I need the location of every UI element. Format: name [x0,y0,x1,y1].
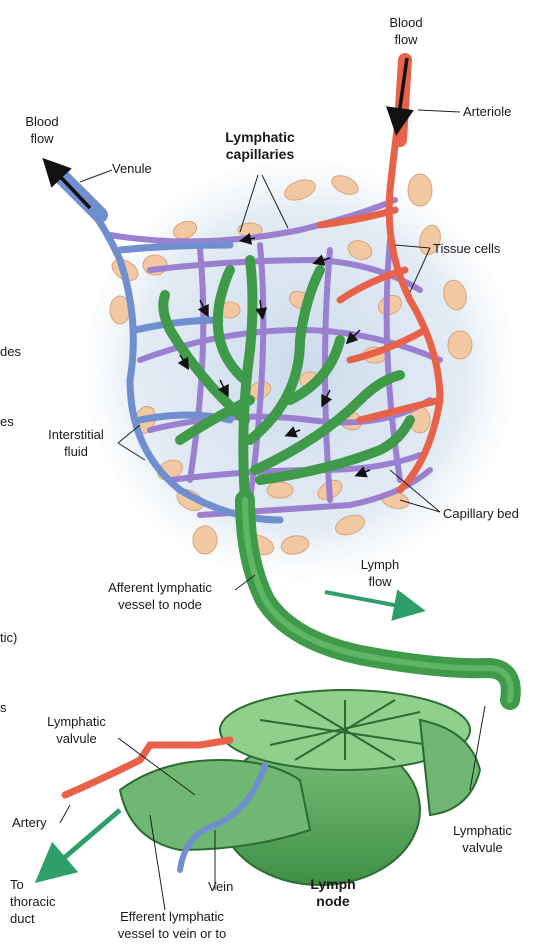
label-arteriole: Arteriole [463,103,511,120]
label-blood-flow-left: Blood flow [12,113,72,147]
thoracic-duct-arrow [50,810,120,870]
label-artery: Artery [12,814,47,831]
label-lymphatic-valvule-left: Lymphatic valvule [34,713,119,747]
label-lymphatic-valvule-right: Lymphatic valvule [440,822,525,856]
lymph-flow-arrow [325,592,410,608]
cropped-text-b: es [0,414,14,429]
label-lymphatic-capillaries: Lymphatic capillaries [205,129,315,163]
label-capillary-bed: Capillary bed [443,505,519,522]
cropped-text-d: s [0,700,7,715]
cropped-text-c: tic) [0,630,17,645]
label-blood-flow-top: Blood flow [376,14,436,48]
label-lymph-node: Lymph node [298,876,368,910]
cropped-text-a: des [0,344,21,359]
label-tissue-cells: Tissue cells [433,240,500,257]
label-lymph-flow: Lymph flow [345,556,415,590]
label-interstitial-fluid: Interstitial fluid [35,426,117,460]
label-efferent-vessel: Efferent lymphatic vessel to vein or to [92,908,252,942]
label-to-thoracic-duct: To thoracic duct [10,876,56,927]
label-vein: Vein [208,878,233,895]
label-venule: Venule [112,160,152,177]
label-afferent-vessel: Afferent lymphatic vessel to node [85,579,235,613]
lymph-node [120,690,480,885]
